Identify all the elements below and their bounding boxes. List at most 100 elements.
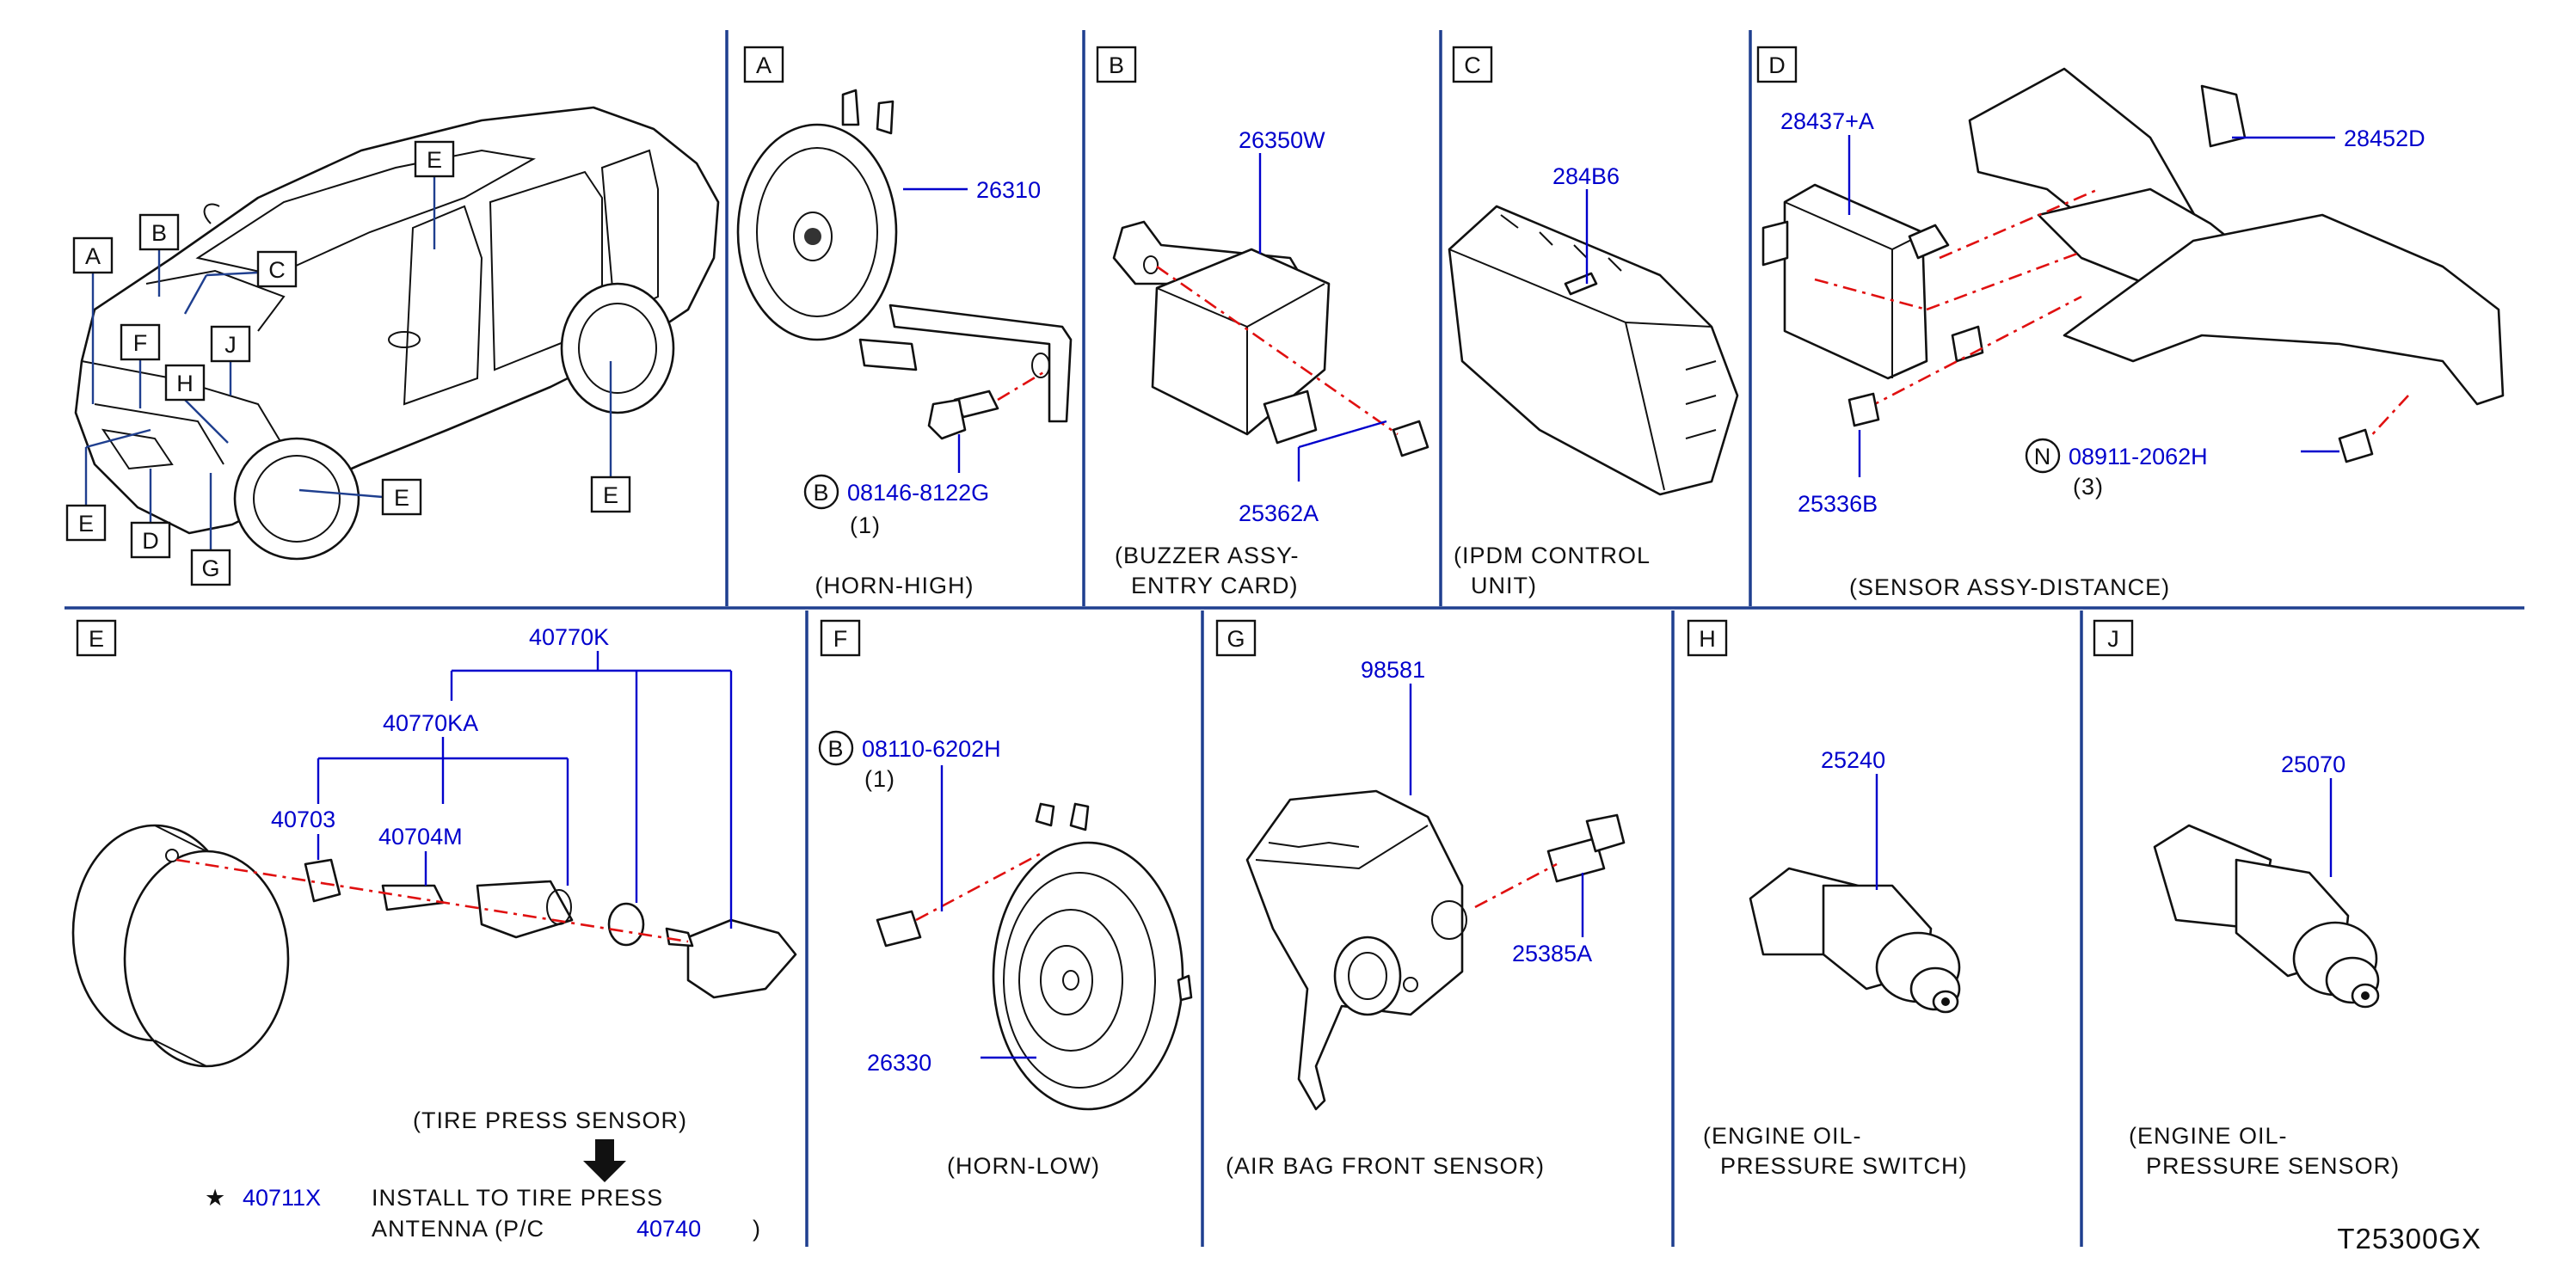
airbag-sensor-illustration: [1245, 789, 1626, 1111]
caption-b-line2: ENTRY CARD): [1131, 573, 1299, 598]
locator-b: B: [138, 213, 180, 251]
panel-dividers: [65, 30, 2524, 1247]
distance-sensor-leaders: [1847, 135, 2339, 477]
tire-sensor-leaders: [317, 651, 733, 929]
part-25362a: 25362A: [1239, 500, 1319, 526]
locator-h: H: [164, 364, 206, 402]
section-b-buzzer: B 26350W 25362A (BUZZER ASSY- ENTRY CARD…: [1096, 46, 1429, 598]
horn-low-illustration: [876, 802, 1193, 1111]
svg-text:E: E: [394, 485, 409, 511]
locator-e-door: E: [414, 140, 455, 178]
oil-sensor-illustration: [2153, 824, 2380, 1009]
part-26310: 26310: [976, 177, 1041, 203]
caption-d: (SENSOR ASSY-DISTANCE): [1849, 574, 2170, 600]
svg-text:H: H: [1699, 626, 1716, 652]
ipdm-illustration: [1448, 205, 1739, 496]
caption-c-line1: (IPDM CONTROL: [1454, 543, 1651, 568]
qty-d: (3): [2073, 474, 2104, 500]
locator-j: J: [210, 325, 251, 363]
section-a-horn-high: A 26310 B 08146-8122G (1) (HORN-HIGH): [736, 46, 1073, 598]
section-f-letter: F: [820, 619, 861, 657]
section-e-tire-pressure-sensor: E 40770K: [71, 619, 797, 1242]
caption-a: (HORN-HIGH): [815, 573, 974, 598]
part-08110-6202h: 08110-6202H: [862, 736, 1001, 762]
section-h-oil-switch: H 25240 (ENGINE OIL- PRESSURE SWITCH): [1687, 619, 1968, 1179]
part-26350w: 26350W: [1239, 127, 1325, 153]
svg-text:B: B: [813, 480, 829, 506]
buzzer-illustration: [1112, 220, 1331, 445]
part-08146-8122g: 08146-8122G: [847, 480, 989, 506]
part-25385a: 25385A: [1512, 941, 1592, 966]
svg-text:B: B: [827, 736, 844, 762]
svg-text:E: E: [427, 147, 442, 173]
caption-h-line1: (ENGINE OIL-: [1703, 1123, 1862, 1149]
vehicle-locator-labels: A B C J F H E E E E D G: [65, 140, 631, 586]
part-08911-2062h: 08911-2062H: [2069, 444, 2208, 469]
part-25070: 25070: [2281, 751, 2345, 777]
horn-high-leaders: [903, 187, 968, 473]
svg-text:C: C: [268, 257, 286, 283]
vehicle-illustration: [74, 106, 720, 561]
svg-text:E: E: [89, 626, 104, 652]
section-f-horn-low: F B 08110-6202H (1) 26330 (HORN-LOW): [818, 619, 1193, 1179]
caption-h-line2: PRESSURE SWITCH): [1720, 1153, 1968, 1179]
section-j-oil-sensor: J 25070 (ENGINE OIL- PRESSURE SENSOR): [2093, 619, 2399, 1179]
section-h-letter: H: [1687, 619, 1728, 657]
part-40703: 40703: [271, 807, 335, 832]
part-26330: 26330: [867, 1050, 931, 1076]
section-d-letter: D: [1756, 46, 1798, 83]
nut-25336b: [1847, 392, 1880, 427]
section-c-letter: C: [1452, 46, 1493, 83]
note-close-paren: ): [753, 1216, 761, 1242]
svg-text:C: C: [1464, 52, 1481, 78]
svg-text:J: J: [224, 332, 237, 358]
svg-text:A: A: [85, 243, 101, 269]
svg-text:B: B: [1109, 52, 1124, 78]
horn-low-centerline: [915, 850, 1046, 922]
airbag-leaders: [1409, 684, 1584, 937]
svg-text:G: G: [201, 555, 219, 581]
locator-e-front-wheel: E: [381, 478, 422, 516]
svg-text:D: D: [142, 528, 159, 554]
locator-e-rear-wheel: E: [590, 475, 631, 513]
svg-text:D: D: [1768, 52, 1786, 78]
section-a-letter: A: [743, 46, 784, 83]
svg-text:F: F: [833, 626, 848, 652]
section-d-distance-sensor: D 28437+A 28452D: [1756, 46, 2505, 600]
section-j-letter: J: [2093, 619, 2134, 657]
part-40770k: 40770K: [529, 624, 609, 650]
part-284b6: 284B6: [1552, 163, 1620, 189]
install-arrow: [583, 1139, 626, 1182]
part-25336b: 25336B: [1798, 491, 1878, 517]
circle-n-badge: N: [2025, 438, 2061, 474]
svg-text:F: F: [133, 330, 148, 356]
part-40704m: 40704M: [378, 824, 463, 850]
section-b-letter: B: [1096, 46, 1137, 83]
circle-b-badge-f: B: [818, 730, 854, 766]
locator-a: A: [72, 236, 114, 274]
buzzer-bolt: [1392, 420, 1429, 457]
svg-text:G: G: [1227, 626, 1245, 652]
part-28437a: 28437+A: [1780, 108, 1874, 134]
locator-f: F: [120, 323, 161, 361]
svg-text:J: J: [2107, 626, 2119, 652]
caption-b-line1: (BUZZER ASSY-: [1115, 543, 1300, 568]
horn-high-centerline: [997, 370, 1046, 402]
buzzer-leaders: [1258, 153, 1387, 482]
qty-f: (1): [864, 766, 895, 792]
section-g-airbag-sensor: G 98581 25385A (AIR BAG FRONT SENSOR): [1215, 619, 1626, 1179]
part-98581: 98581: [1361, 657, 1425, 683]
section-g-letter: G: [1215, 619, 1257, 657]
nut-08911: [2338, 428, 2374, 463]
buzzer-centerline: [1156, 265, 1399, 436]
part-40770ka: 40770KA: [383, 710, 478, 736]
locator-g: G: [190, 549, 231, 586]
vehicle-overview: A B C J F H E E E E D G: [65, 106, 720, 586]
svg-text:N: N: [2034, 444, 2052, 469]
part-28452d: 28452D: [2344, 126, 2425, 151]
part-25240: 25240: [1821, 747, 1885, 773]
locator-e-front-left: E: [65, 504, 107, 542]
part-40740: 40740: [636, 1216, 701, 1242]
horn-low-leaders: [940, 765, 1036, 1059]
